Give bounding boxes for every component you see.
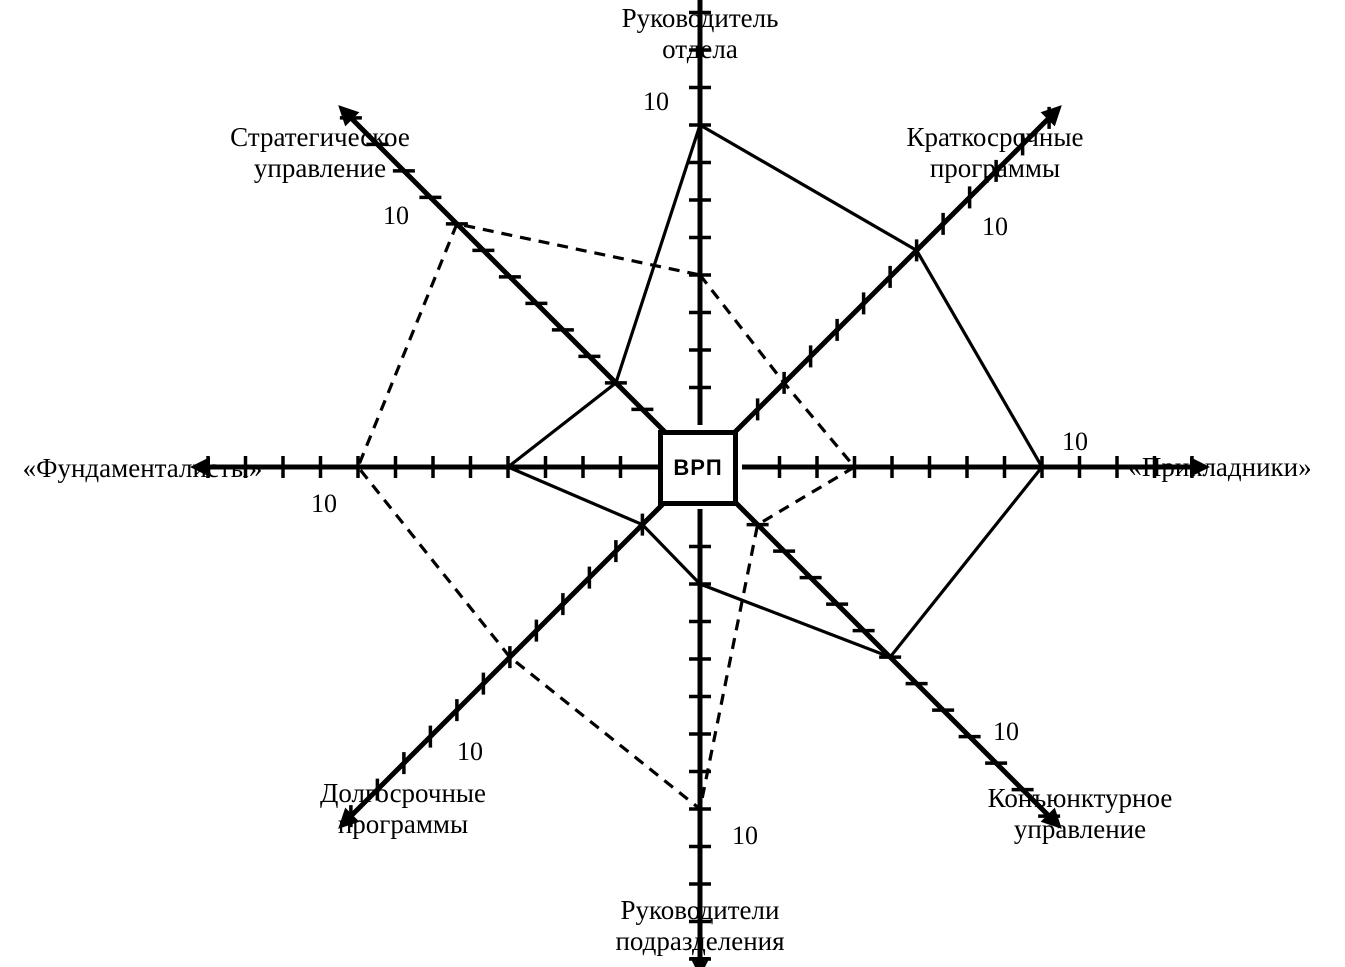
axis-max-bottom-right: 10 [993, 717, 1019, 746]
axis-max-bottom: 10 [732, 821, 758, 850]
axis-arrowhead-left [190, 457, 210, 477]
axis-max-top: 10 [643, 87, 669, 116]
axis-label-left: «Фундаменталисты» [22, 453, 263, 483]
series-polygon-1 [504, 122, 1044, 660]
axis-max-right: 10 [1062, 427, 1088, 456]
axis-max-top-left: 10 [383, 201, 409, 230]
axis-arrowhead-top-right [1040, 105, 1062, 127]
axis-max-left: 10 [311, 489, 337, 518]
center-box: ВРП [658, 430, 738, 506]
series-layer [356, 122, 1044, 812]
axis-arrowhead-top-left [338, 105, 360, 127]
center-label: ВРП [673, 455, 723, 480]
axis-arrowhead-bottom-left [338, 807, 360, 829]
axis-max-top-right: 10 [982, 212, 1008, 241]
axis-arrowhead-right [1190, 457, 1210, 477]
axis-arrowhead-bottom-right [1040, 807, 1062, 829]
axis-max-bottom-left: 10 [457, 737, 483, 766]
series-polygon-2 [356, 222, 857, 812]
axis-label-right: «Прикладники» [1128, 452, 1312, 482]
